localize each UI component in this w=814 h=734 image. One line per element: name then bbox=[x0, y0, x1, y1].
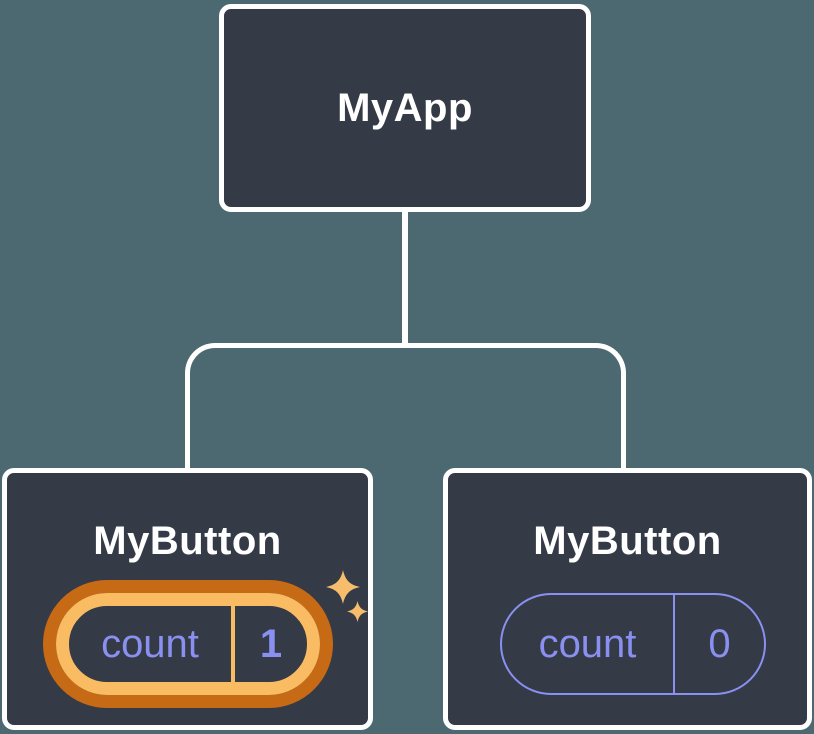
state-value: 1 bbox=[259, 622, 283, 666]
node-title: MyButton bbox=[533, 519, 722, 563]
state-value-cell: 1 bbox=[235, 606, 307, 682]
sparkle-large-icon bbox=[326, 570, 360, 604]
state-name: count bbox=[538, 622, 637, 666]
state-pill-gold-ring: count 1 bbox=[56, 593, 320, 695]
state-name: count bbox=[101, 622, 199, 666]
connector-trunk-line bbox=[402, 208, 408, 348]
state-pill-highlighted: count 1 bbox=[43, 580, 333, 708]
sparkles-icon bbox=[326, 570, 368, 622]
tree-node-mybutton-right: MyButton count 0 bbox=[443, 468, 812, 730]
tree-node-mybutton-left: MyButton count 1 bbox=[2, 468, 373, 730]
state-pill: count 0 bbox=[500, 593, 766, 695]
state-value: 0 bbox=[708, 622, 731, 666]
node-title: MyButton bbox=[93, 519, 282, 563]
tree-node-myapp: MyApp bbox=[219, 4, 591, 212]
node-title: MyApp bbox=[337, 85, 473, 130]
state-name-cell: count bbox=[69, 606, 235, 682]
connector-branch-line bbox=[185, 343, 626, 473]
sparkle-small-icon bbox=[347, 601, 368, 622]
state-value-cell: 0 bbox=[675, 595, 764, 693]
state-name-cell: count bbox=[502, 595, 675, 693]
